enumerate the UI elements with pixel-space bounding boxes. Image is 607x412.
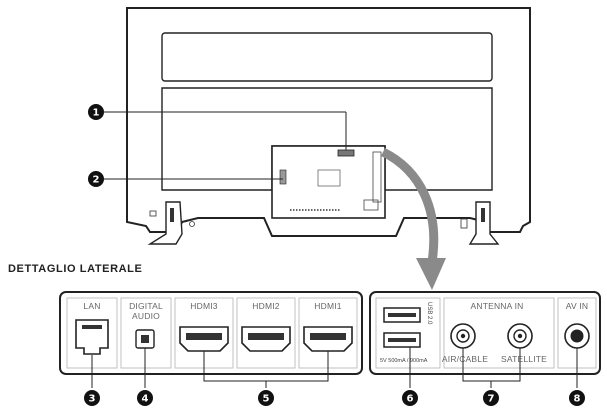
tv-stand-left-mark — [170, 208, 174, 222]
callout-3-number: 3 — [89, 394, 96, 405]
callout-4: 4 — [137, 390, 153, 406]
callout-3: 3 — [84, 390, 100, 406]
tv-top-port-block — [337, 149, 355, 157]
callout-3-badge — [84, 390, 100, 406]
av-in-port-inner — [570, 329, 584, 343]
callout-7-number: 7 — [488, 394, 495, 405]
callout-7: 7 — [483, 390, 499, 406]
air-cable-port-pin — [460, 333, 466, 339]
tv-stand-right — [468, 201, 500, 245]
lan-label: LAN — [83, 301, 100, 311]
hdmi3-port-inner — [186, 333, 222, 340]
hdmi3-label: HDMI3 — [190, 301, 218, 311]
optical-port-inner — [141, 335, 149, 343]
tv-screw-left — [189, 221, 195, 227]
hdmi2-bay — [236, 297, 296, 369]
hdmi1-port-inner — [310, 333, 346, 340]
tv-clip-right — [460, 218, 468, 229]
hdmi1-label: HDMI1 — [314, 301, 342, 311]
callout-4-badge — [137, 390, 153, 406]
callout-8: 8 — [569, 390, 585, 406]
section-title: DETTAGLIO LATERALE — [8, 263, 142, 275]
callout-1-number: 1 — [93, 108, 100, 119]
callout-2: 2 — [88, 171, 104, 187]
hdmi2-port-inner — [248, 333, 284, 340]
tv-connection-box — [271, 145, 386, 219]
tv-side-port-block — [279, 169, 287, 185]
detail-arrow — [380, 147, 439, 263]
callout-1-badge — [88, 104, 104, 120]
usb-port-bottom-inner — [388, 338, 416, 342]
antenna-bay — [443, 297, 555, 369]
usb-bay — [375, 297, 441, 369]
usb-vertical-label: USB 2.0 — [426, 302, 432, 325]
callout-6-number: 6 — [407, 394, 414, 405]
right-panel-frame — [369, 291, 601, 375]
callout-8-number: 8 — [574, 394, 581, 405]
tv-stand-right-mark — [481, 208, 485, 222]
callout-7-bracket — [462, 348, 521, 388]
tv-bottom-connector — [363, 199, 379, 211]
tv-upper-panel — [161, 32, 493, 82]
callout-6: 6 — [402, 390, 418, 406]
callout-2-badge — [88, 171, 104, 187]
callout-5: 5 — [258, 390, 274, 406]
callout-1: 1 — [88, 104, 104, 120]
callout-5-number: 5 — [263, 394, 270, 405]
hdmi2-label: HDMI2 — [252, 301, 280, 311]
digital-audio-bay — [120, 297, 172, 369]
digital-audio-label-line1: DIGITAL — [129, 301, 163, 311]
callout-4-number: 4 — [142, 394, 149, 405]
satellite-port-pin — [517, 333, 523, 339]
digital-audio-label-line2: AUDIO — [132, 311, 160, 321]
air-cable-label: AIR/CABLE — [442, 354, 488, 364]
callout-8-badge — [569, 390, 585, 406]
usb-port-top-inner — [388, 313, 416, 317]
detail-arrow-head — [416, 258, 446, 290]
av-in-label: AV IN — [566, 301, 589, 311]
callout-7-badge — [483, 390, 499, 406]
lan-port-pins — [82, 325, 102, 329]
side-detail-right-panel: USB 2.0 5V 500mA / 900mA ANTENNA IN AIR/… — [369, 291, 601, 375]
callout-5-bracket — [203, 351, 329, 388]
callout-5-badge — [258, 390, 274, 406]
tv-clip-left — [149, 210, 157, 217]
callout-6-badge — [402, 390, 418, 406]
tv-label-sticker — [317, 169, 341, 187]
tv-side-connectors — [372, 151, 382, 203]
usb-rating-label: 5V 500mA / 900mA — [380, 358, 428, 364]
satellite-label: SATELLITE — [501, 354, 547, 364]
tv-back-view — [104, 7, 531, 245]
side-detail-left-panel: LAN DIGITAL AUDIO HDMI3 HDMI2 HDMI1 — [59, 291, 363, 375]
callout-2-number: 2 — [93, 175, 100, 186]
antenna-in-label: ANTENNA IN — [470, 301, 523, 311]
